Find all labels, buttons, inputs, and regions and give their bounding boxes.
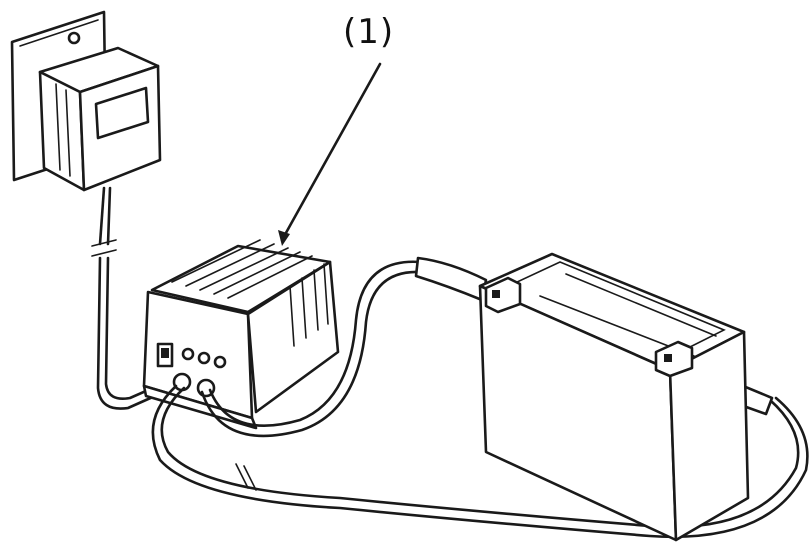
indicator-lamp-icon: [197, 351, 211, 365]
adapter-cord: [91, 186, 184, 410]
callout-label: (1): [343, 12, 395, 52]
negative-terminal-icon: [654, 340, 694, 378]
output-jack-icon: [172, 372, 192, 392]
indicator-lamp-icon: [213, 355, 227, 369]
battery-icon: [478, 252, 750, 542]
battery-charger-icon: [142, 239, 340, 430]
indicator-lamp-icon: [181, 347, 195, 361]
positive-terminal-icon: [484, 276, 522, 314]
power-switch-icon: [156, 342, 174, 368]
callout-leader-line: [278, 62, 382, 246]
ac-adapter-icon: [38, 46, 162, 192]
